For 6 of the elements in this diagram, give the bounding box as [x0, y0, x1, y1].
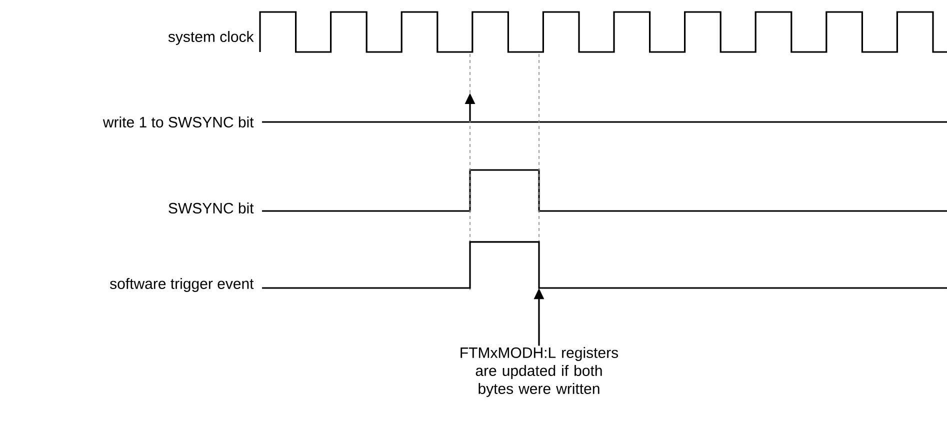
signal-label: system clock — [168, 31, 254, 45]
note-text: FTMxMODH:L registers are updated if both bytes were written — [460, 347, 618, 397]
signal-label: write 1 to SWSYNC bit — [102, 116, 254, 128]
pulse-waveform — [262, 241, 947, 289]
signal-label: SWSYNC bit — [168, 202, 254, 214]
signal-label: software trigger event — [110, 278, 254, 292]
